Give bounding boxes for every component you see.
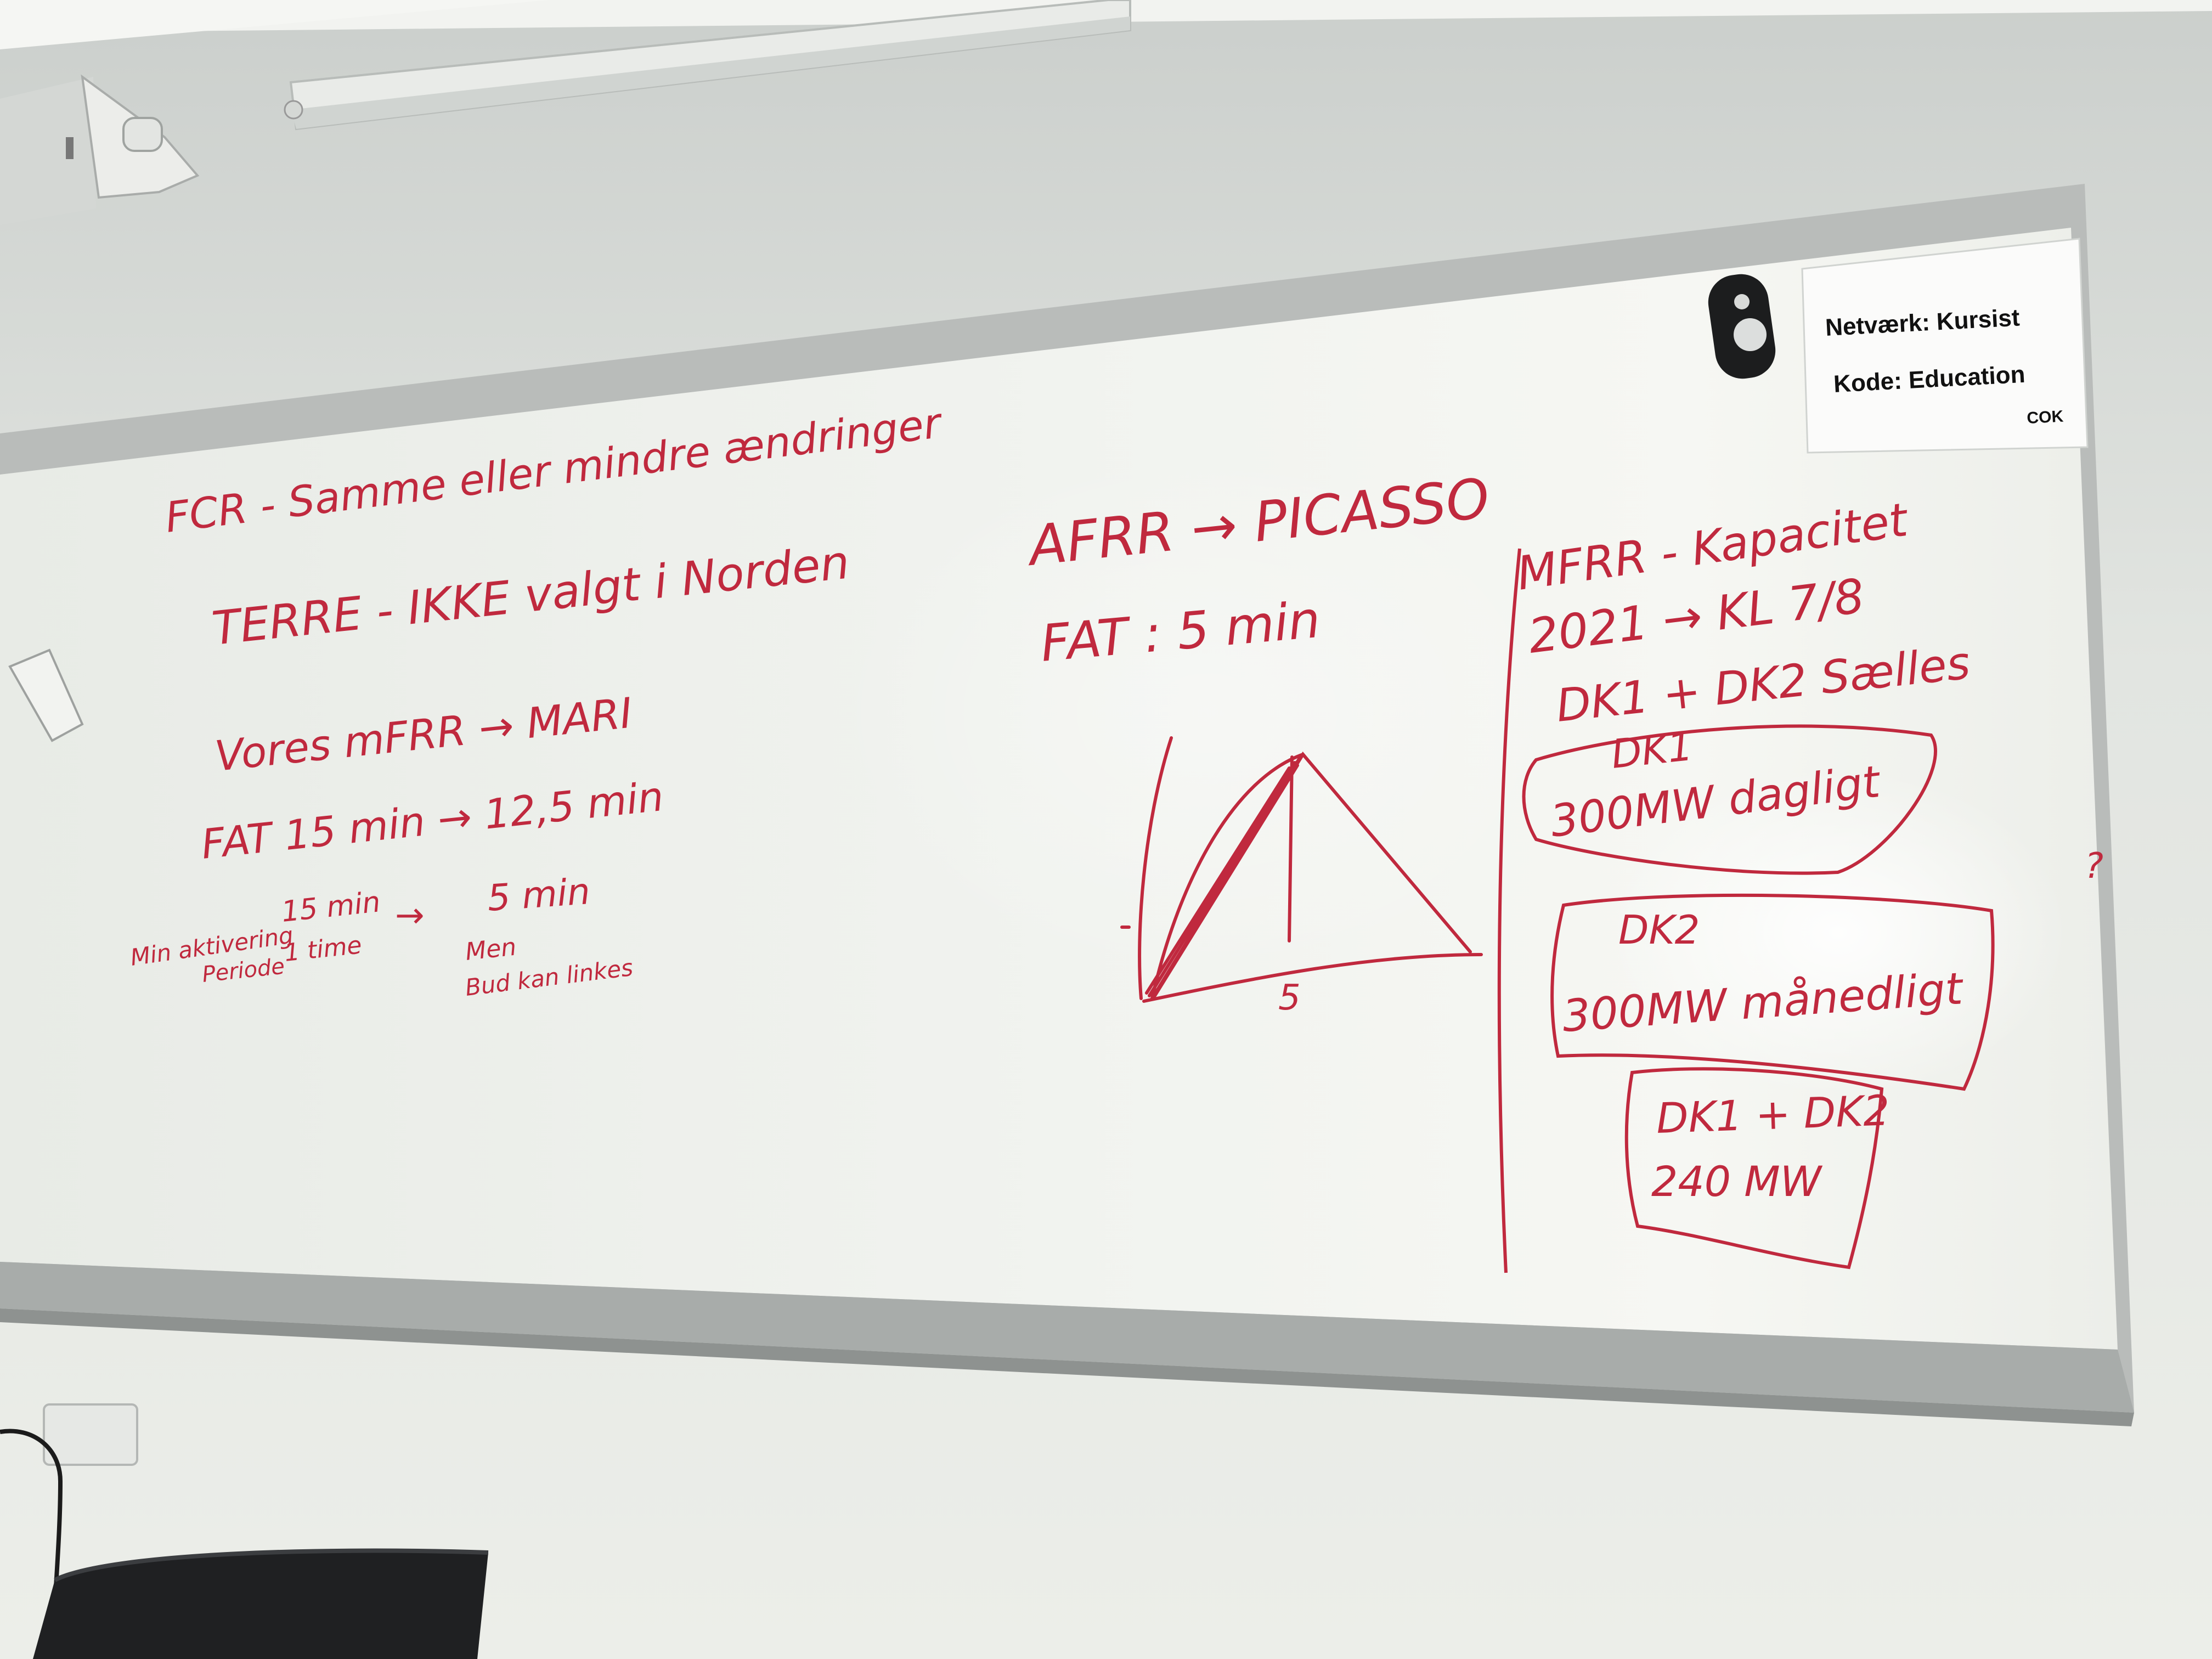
graph-curve [1150,753,1305,1000]
note-logo: COK [2027,408,2064,427]
graph-vertical [1288,755,1294,943]
magnet-holder [1708,274,1776,379]
marker-tray [0,1262,2134,1413]
whiteboard-eraser [8,648,84,742]
dk-combined-label: DK1 + DK2 [1656,1086,1891,1143]
edge-mark: ? [2085,846,2103,887]
dk-combined-box [1624,1067,1884,1269]
tray-shadow [0,1308,2134,1426]
ceiling-corner [0,0,549,49]
dk1-box [1522,724,1937,875]
dk-combined-value: 240 MW [1651,1157,1823,1206]
min-activation-new: 5 min [486,870,591,919]
wifi-note: Netværk: Kursist Kode: Education COK [1801,238,2089,454]
min-activation-arrow: → [395,895,425,936]
graph-hatch [1145,755,1302,1000]
soft-glare [823,439,1591,988]
light-glare [1607,768,2068,1097]
graph-y-axis [1138,736,1173,1000]
chair-back [33,1548,489,1659]
dk2-label: DK2 [1618,907,1700,953]
graph-x-axis [1142,953,1483,1003]
wall-speaker [0,74,200,225]
dk1-label: DK1 [1609,723,1695,777]
column-divider [1497,548,1521,1273]
projector-screen-housing [284,0,1131,131]
activation-graph [1120,736,1483,1003]
but-label: Men [464,933,518,966]
graph-tick-label: 5 [1278,978,1301,1018]
dk2-box [1550,893,1995,1091]
